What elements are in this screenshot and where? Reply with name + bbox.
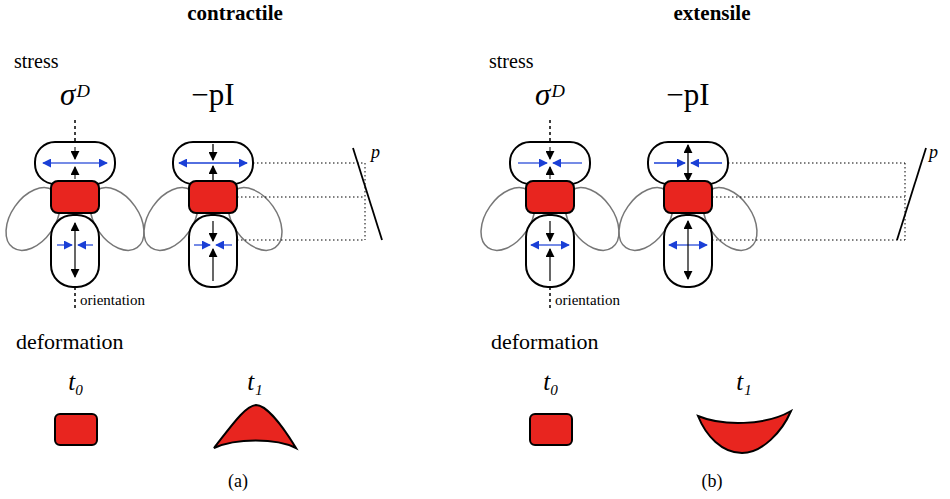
cell-cluster-part	[687, 221, 688, 245]
cell-cluster	[0, 120, 155, 309]
pressure-gradient	[712, 163, 905, 240]
cell-cluster-part	[194, 244, 210, 245]
pressure-gradient-part	[728, 163, 905, 164]
cell-cluster-part	[75, 167, 76, 179]
row-label: stress	[14, 50, 58, 72]
cell-initial	[55, 414, 97, 445]
cell-cluster-part	[74, 245, 75, 277]
cell-cluster-part	[654, 162, 685, 164]
row-label: deformation	[16, 330, 124, 354]
stress-symbol: σᴰ	[535, 78, 565, 112]
pressure-gradient-part	[237, 240, 365, 241]
cell-cluster-part	[688, 244, 707, 245]
stress-symbol: −pI	[666, 78, 709, 112]
cell-cluster-part	[0, 142, 155, 287]
pressure-gradient-part	[365, 163, 366, 240]
time-label: t₁	[247, 368, 263, 396]
panel-tag: (a)	[228, 472, 248, 492]
panel-heading: contractile	[187, 2, 283, 25]
cell-cluster-part	[74, 287, 76, 309]
cell-cluster	[470, 120, 630, 309]
pressure-gradient	[237, 163, 365, 240]
cell-cluster-part	[687, 163, 688, 181]
cell-cluster-part	[57, 244, 72, 245]
cell-deformed	[214, 405, 296, 448]
pressure-gradient-part	[237, 197, 365, 198]
cell-cluster-part	[213, 162, 247, 164]
time-label: t₀	[68, 368, 84, 396]
stress-symbol: σᴰ	[60, 78, 90, 112]
cell-cluster-part	[553, 162, 582, 163]
axis-label: p	[929, 143, 938, 163]
axis-label: p	[371, 143, 380, 163]
cell-cluster-part	[216, 244, 232, 245]
cell-cluster-part	[687, 245, 688, 279]
cell-cluster-part	[531, 244, 550, 245]
cell-cluster-part	[518, 162, 547, 163]
cell-cluster	[608, 142, 768, 287]
cell-cluster-part	[212, 144, 213, 160]
cell-cluster-part	[133, 142, 293, 287]
pressure-line	[897, 148, 926, 240]
cell-cluster-part	[549, 249, 550, 281]
cell-cluster-part	[608, 142, 768, 287]
cell-cluster-part	[550, 167, 551, 179]
cell-cluster-part	[179, 162, 213, 164]
stress-symbol: −pI	[191, 78, 234, 112]
pressure-gradient-part	[253, 163, 365, 164]
cell-cluster-part	[549, 120, 551, 142]
orientation-label: orientation	[80, 292, 145, 309]
cell-cluster-part	[74, 223, 75, 245]
cell-cluster-part	[212, 249, 213, 281]
cell-cluster-part	[550, 244, 569, 245]
cell-cluster-part	[78, 244, 93, 245]
cell-cluster-part	[550, 147, 551, 159]
row-label: deformation	[491, 330, 599, 354]
pressure-gradient-part	[712, 197, 905, 198]
cell-cluster-part	[687, 145, 688, 163]
pressure-gradient-part	[712, 240, 905, 241]
cell-cluster-part	[212, 166, 213, 182]
cell-cluster	[133, 142, 293, 287]
cell-cluster-part	[669, 244, 688, 245]
panel-heading: extensile	[674, 2, 751, 25]
cell-cluster-part	[691, 162, 722, 164]
cell-cluster-part	[74, 120, 76, 142]
panel-tag: (b)	[702, 472, 723, 492]
cell-cluster-part	[75, 162, 107, 163]
cell-cluster-part	[549, 221, 550, 241]
cell-cluster-part	[212, 221, 213, 241]
row-label: stress	[489, 50, 533, 72]
cell-cluster-part	[75, 147, 76, 159]
cell-initial	[530, 414, 572, 445]
orientation-label: orientation	[555, 292, 620, 309]
time-label: t₁	[736, 368, 752, 396]
cell-cluster-part	[43, 162, 75, 163]
time-label: t₀	[543, 368, 559, 396]
pressure-gradient-part	[905, 163, 906, 240]
cell-cluster-part	[549, 287, 551, 309]
cell-deformed	[698, 411, 791, 453]
cell-cluster-part	[470, 142, 630, 287]
